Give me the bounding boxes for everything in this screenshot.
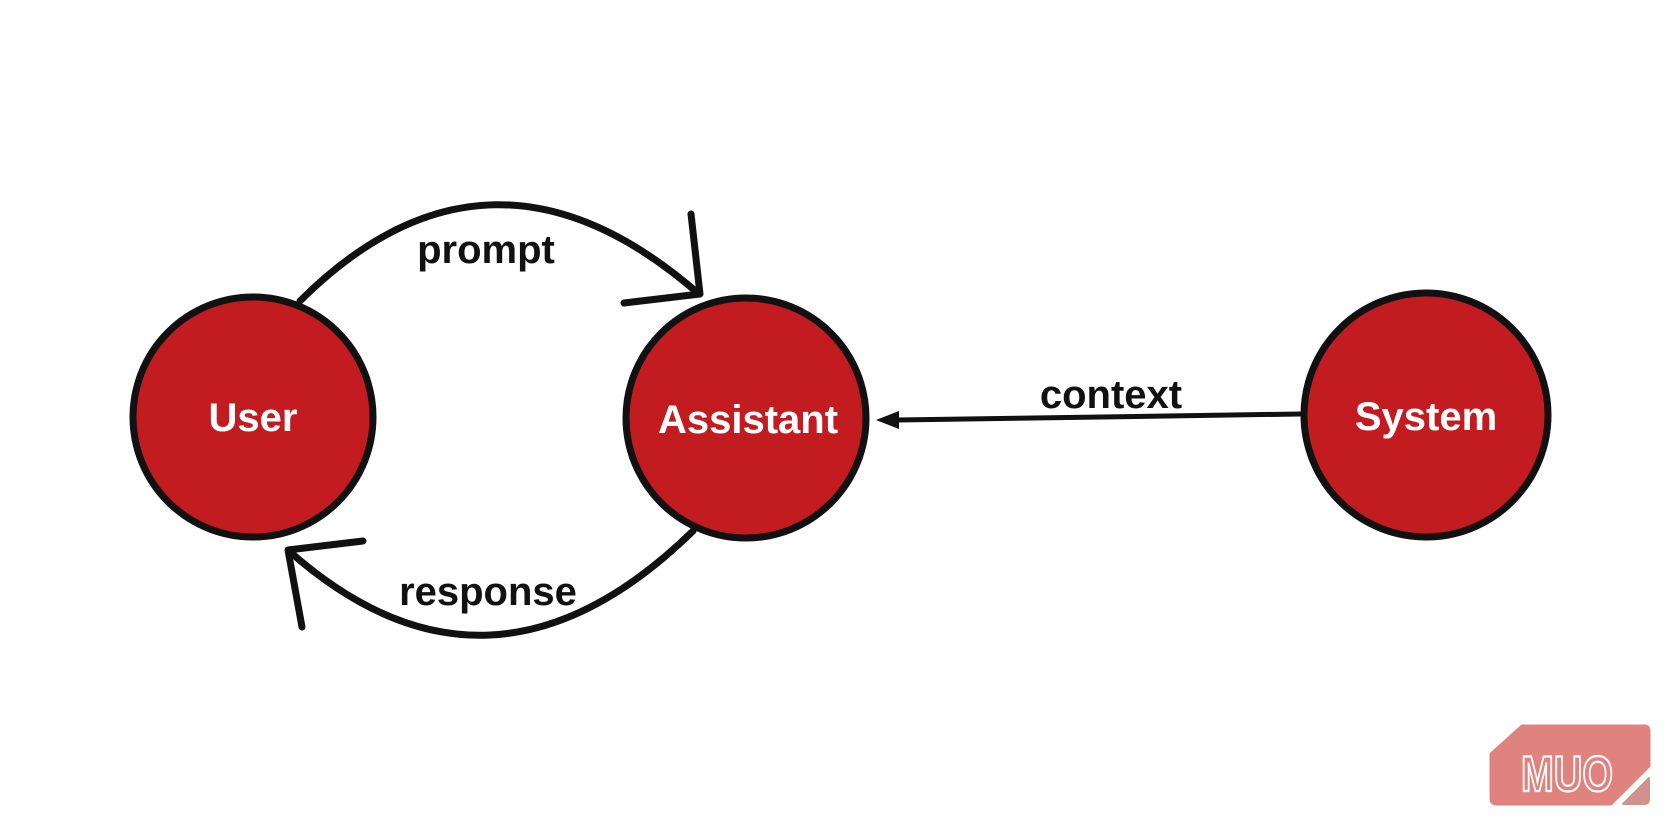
system-circle [1300, 289, 1552, 541]
node-user: User [129, 293, 377, 541]
context-line [894, 411, 1303, 423]
edge-prompt: prompt [296, 201, 704, 307]
response-arc [285, 527, 697, 639]
prompt-label: prompt [417, 228, 555, 272]
prompt-arc [296, 201, 703, 305]
prompt-arrowhead-icon [620, 210, 704, 307]
context-arrowhead-icon [876, 411, 899, 429]
muo-watermark: MUO [1489, 724, 1651, 806]
muo-logo-text: MUO [1521, 746, 1613, 802]
edge-response: response [284, 527, 697, 639]
response-label: response [399, 570, 577, 614]
node-system: System [1300, 289, 1552, 541]
system-label: System [1355, 395, 1497, 439]
assistant-label: Assistant [658, 398, 838, 442]
response-arrowhead-icon [284, 537, 367, 631]
user-label: User [209, 396, 298, 440]
muo-logo-corner [1622, 777, 1650, 805]
muo-logo-shape [1489, 724, 1651, 806]
edge-context: context [876, 373, 1303, 429]
user-circle [129, 293, 377, 541]
node-assistant: Assistant [622, 294, 870, 542]
assistant-circle [622, 294, 870, 542]
context-label: context [1040, 373, 1182, 417]
